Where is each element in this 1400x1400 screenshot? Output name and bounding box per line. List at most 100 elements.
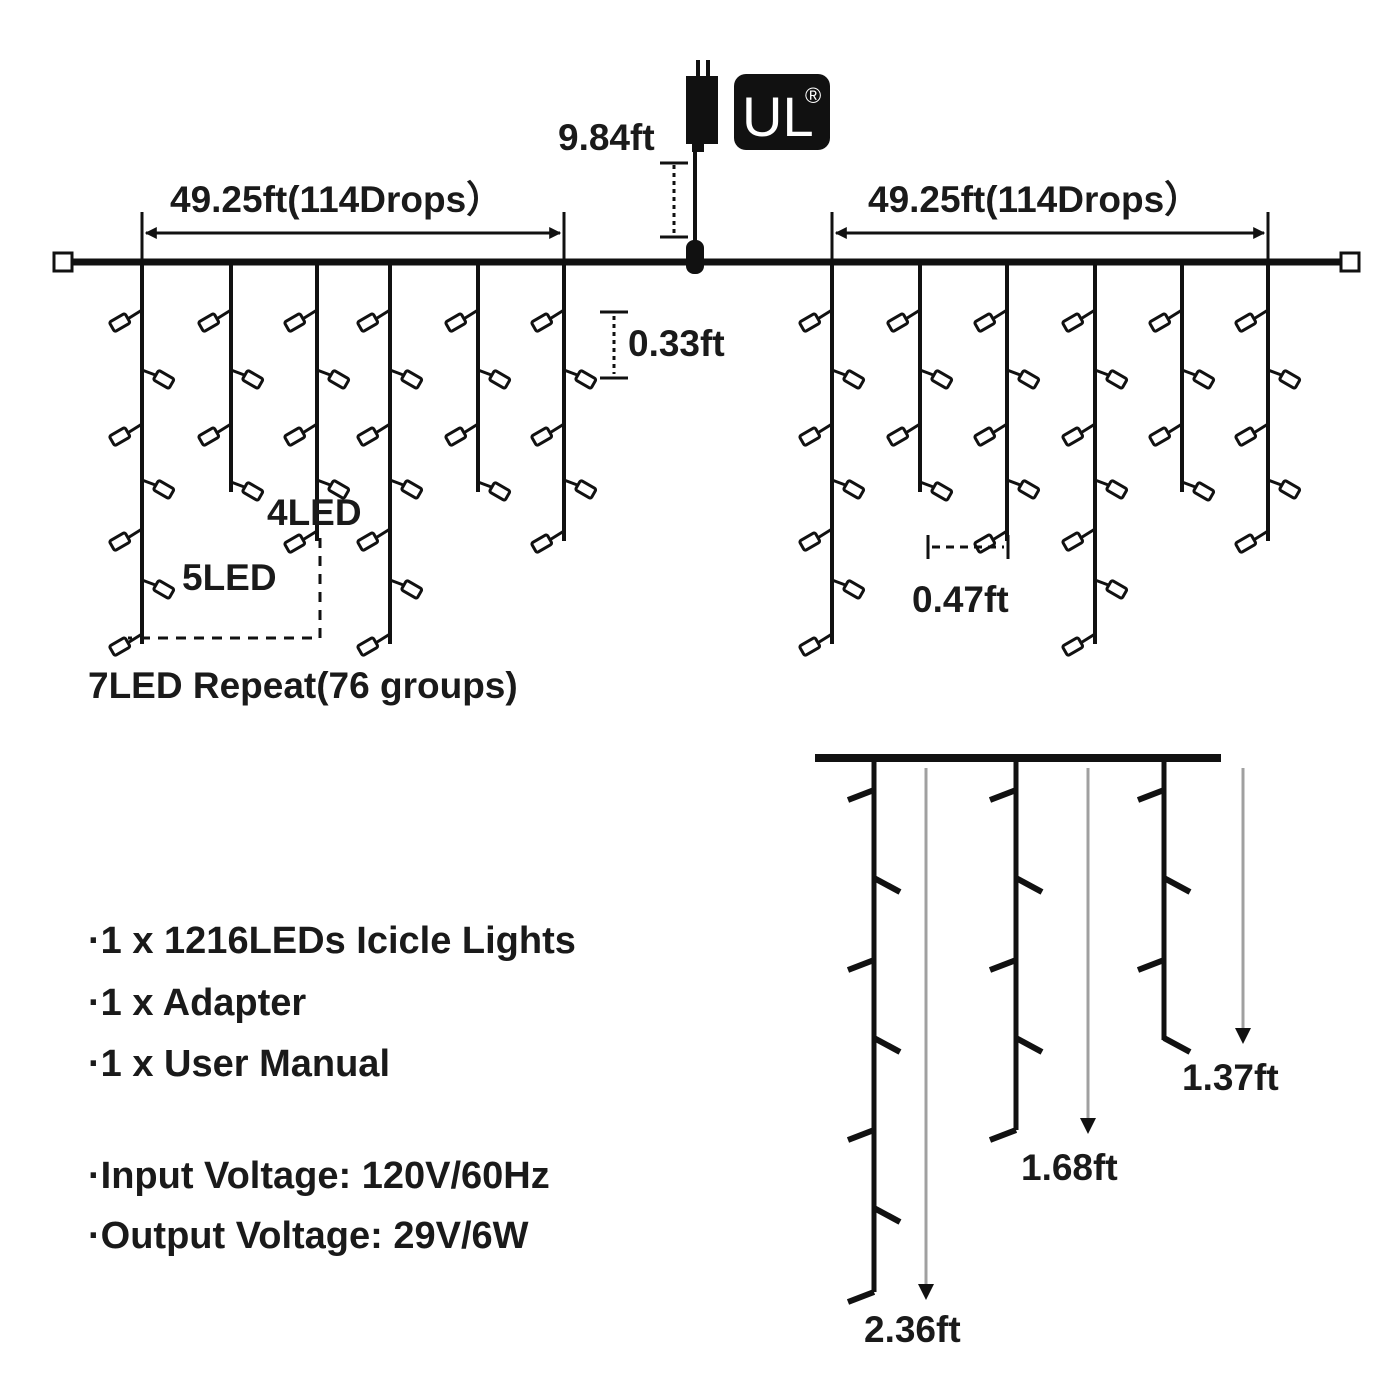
led-bulb: [283, 529, 318, 554]
led-bulb: [798, 527, 833, 552]
led-bulb: [563, 478, 598, 500]
led-bulb: [1181, 480, 1216, 502]
ul-registered-mark: ®: [805, 83, 821, 108]
five-led-label: 5LED: [182, 557, 277, 598]
icicle-drop: [798, 262, 866, 657]
left-end-connector: [52, 251, 74, 273]
led-bulb: [108, 632, 143, 657]
detail-led-bulb: [988, 957, 1018, 973]
led-bulb: [1006, 368, 1041, 390]
led-bulb: [477, 368, 512, 390]
led-bulb: [230, 480, 265, 502]
led-bulb: [1267, 478, 1302, 500]
detail-led-bulb: [846, 957, 876, 973]
detail-drop: [1136, 758, 1192, 1055]
led-bulb: [141, 578, 176, 600]
led-bulb: [356, 422, 391, 447]
led-bulb: [798, 308, 833, 333]
top-icicle-drops: [108, 262, 1302, 657]
led-bulb: [973, 529, 1008, 554]
led-bulb: [283, 422, 318, 447]
led-bulb: [1061, 632, 1096, 657]
lead-junction: [686, 240, 704, 274]
led-bulb: [1267, 368, 1302, 390]
led-bulb: [919, 368, 954, 390]
led-bulb: [197, 308, 232, 333]
icicle-drop: [1148, 262, 1216, 502]
icicle-drop: [197, 262, 265, 502]
led-bulb: [530, 529, 565, 554]
led-bulb: [108, 308, 143, 333]
led-bulb: [530, 422, 565, 447]
detail-icicle-drops: [846, 758, 1192, 1305]
led-bulb: [1061, 308, 1096, 333]
detail-led-bulb: [988, 787, 1018, 803]
led-bulb: [356, 308, 391, 333]
detail-led-bulb: [872, 875, 902, 895]
led-bulb: [230, 368, 265, 390]
four-led-label: 4LED: [267, 492, 362, 533]
led-bulb: [108, 422, 143, 447]
led-bulb: [798, 632, 833, 657]
package-item-adapter: ·1 x Adapter: [88, 982, 307, 1024]
led-bulb: [1234, 422, 1269, 447]
led-bulb: [1061, 527, 1096, 552]
icicle-drop: [283, 262, 351, 554]
led-bulb: [831, 578, 866, 600]
led-bulb: [141, 478, 176, 500]
led-bulb: [389, 478, 424, 500]
led-bulb: [1094, 368, 1129, 390]
led-bulb: [316, 368, 351, 390]
detail-led-bulb: [988, 1127, 1018, 1143]
led-bulb: [530, 308, 565, 333]
led-bulb: [886, 422, 921, 447]
led-bulb: [316, 478, 351, 500]
icicle-drop: [973, 262, 1041, 554]
led-bulb: [798, 422, 833, 447]
led-bulb: [1181, 368, 1216, 390]
input-voltage-spec: ·Input Voltage: 120V/60Hz: [88, 1155, 550, 1197]
led-bulb: [973, 422, 1008, 447]
led-bulb: [919, 480, 954, 502]
detail-led-bulb: [846, 1289, 876, 1305]
detail-led-bulb: [1162, 1035, 1192, 1055]
icicle-drop: [1234, 262, 1302, 554]
detail-led-bulb: [1014, 1035, 1044, 1055]
led-bulb: [831, 368, 866, 390]
repeat-label: 7LED Repeat(76 groups): [88, 665, 518, 706]
led-bulb: [389, 368, 424, 390]
led-bulb: [886, 308, 921, 333]
left-span-label: 49.25ft(114Drops）: [170, 179, 503, 220]
led-bulb: [1094, 578, 1129, 600]
led-bulb: [1006, 478, 1041, 500]
led-bulb: [283, 308, 318, 333]
led-bulb: [563, 368, 598, 390]
detail-led-bulb: [1136, 787, 1166, 803]
drop-spacing-label: 0.47ft: [912, 579, 1009, 620]
led-bulb: [831, 478, 866, 500]
medium-drop-label: 1.68ft: [1021, 1147, 1118, 1188]
led-bulb: [477, 480, 512, 502]
led-bulb: [1234, 308, 1269, 333]
detail-led-bulb: [1162, 875, 1192, 895]
detail-drop: [988, 758, 1044, 1143]
icicle-drop: [530, 262, 598, 554]
led-bulb: [356, 632, 391, 657]
right-end-connector: [1339, 251, 1361, 273]
led-bulb: [1148, 308, 1183, 333]
lead-length-label: 9.84ft: [558, 117, 655, 158]
long-drop-label: 2.36ft: [864, 1309, 961, 1350]
detail-led-bulb: [1136, 957, 1166, 973]
detail-led-bulb: [872, 1205, 902, 1225]
detail-drop: [846, 758, 902, 1305]
led-bulb: [1234, 529, 1269, 554]
led-bulb: [141, 368, 176, 390]
detail-led-bulb: [846, 1127, 876, 1143]
led-bulb: [389, 578, 424, 600]
led-bulb: [444, 422, 479, 447]
power-adapter-icon: [686, 76, 718, 144]
right-span-label: 49.25ft(114Drops）: [868, 179, 1201, 220]
led-bulb: [1094, 478, 1129, 500]
ul-logo-text: UL: [742, 85, 814, 148]
